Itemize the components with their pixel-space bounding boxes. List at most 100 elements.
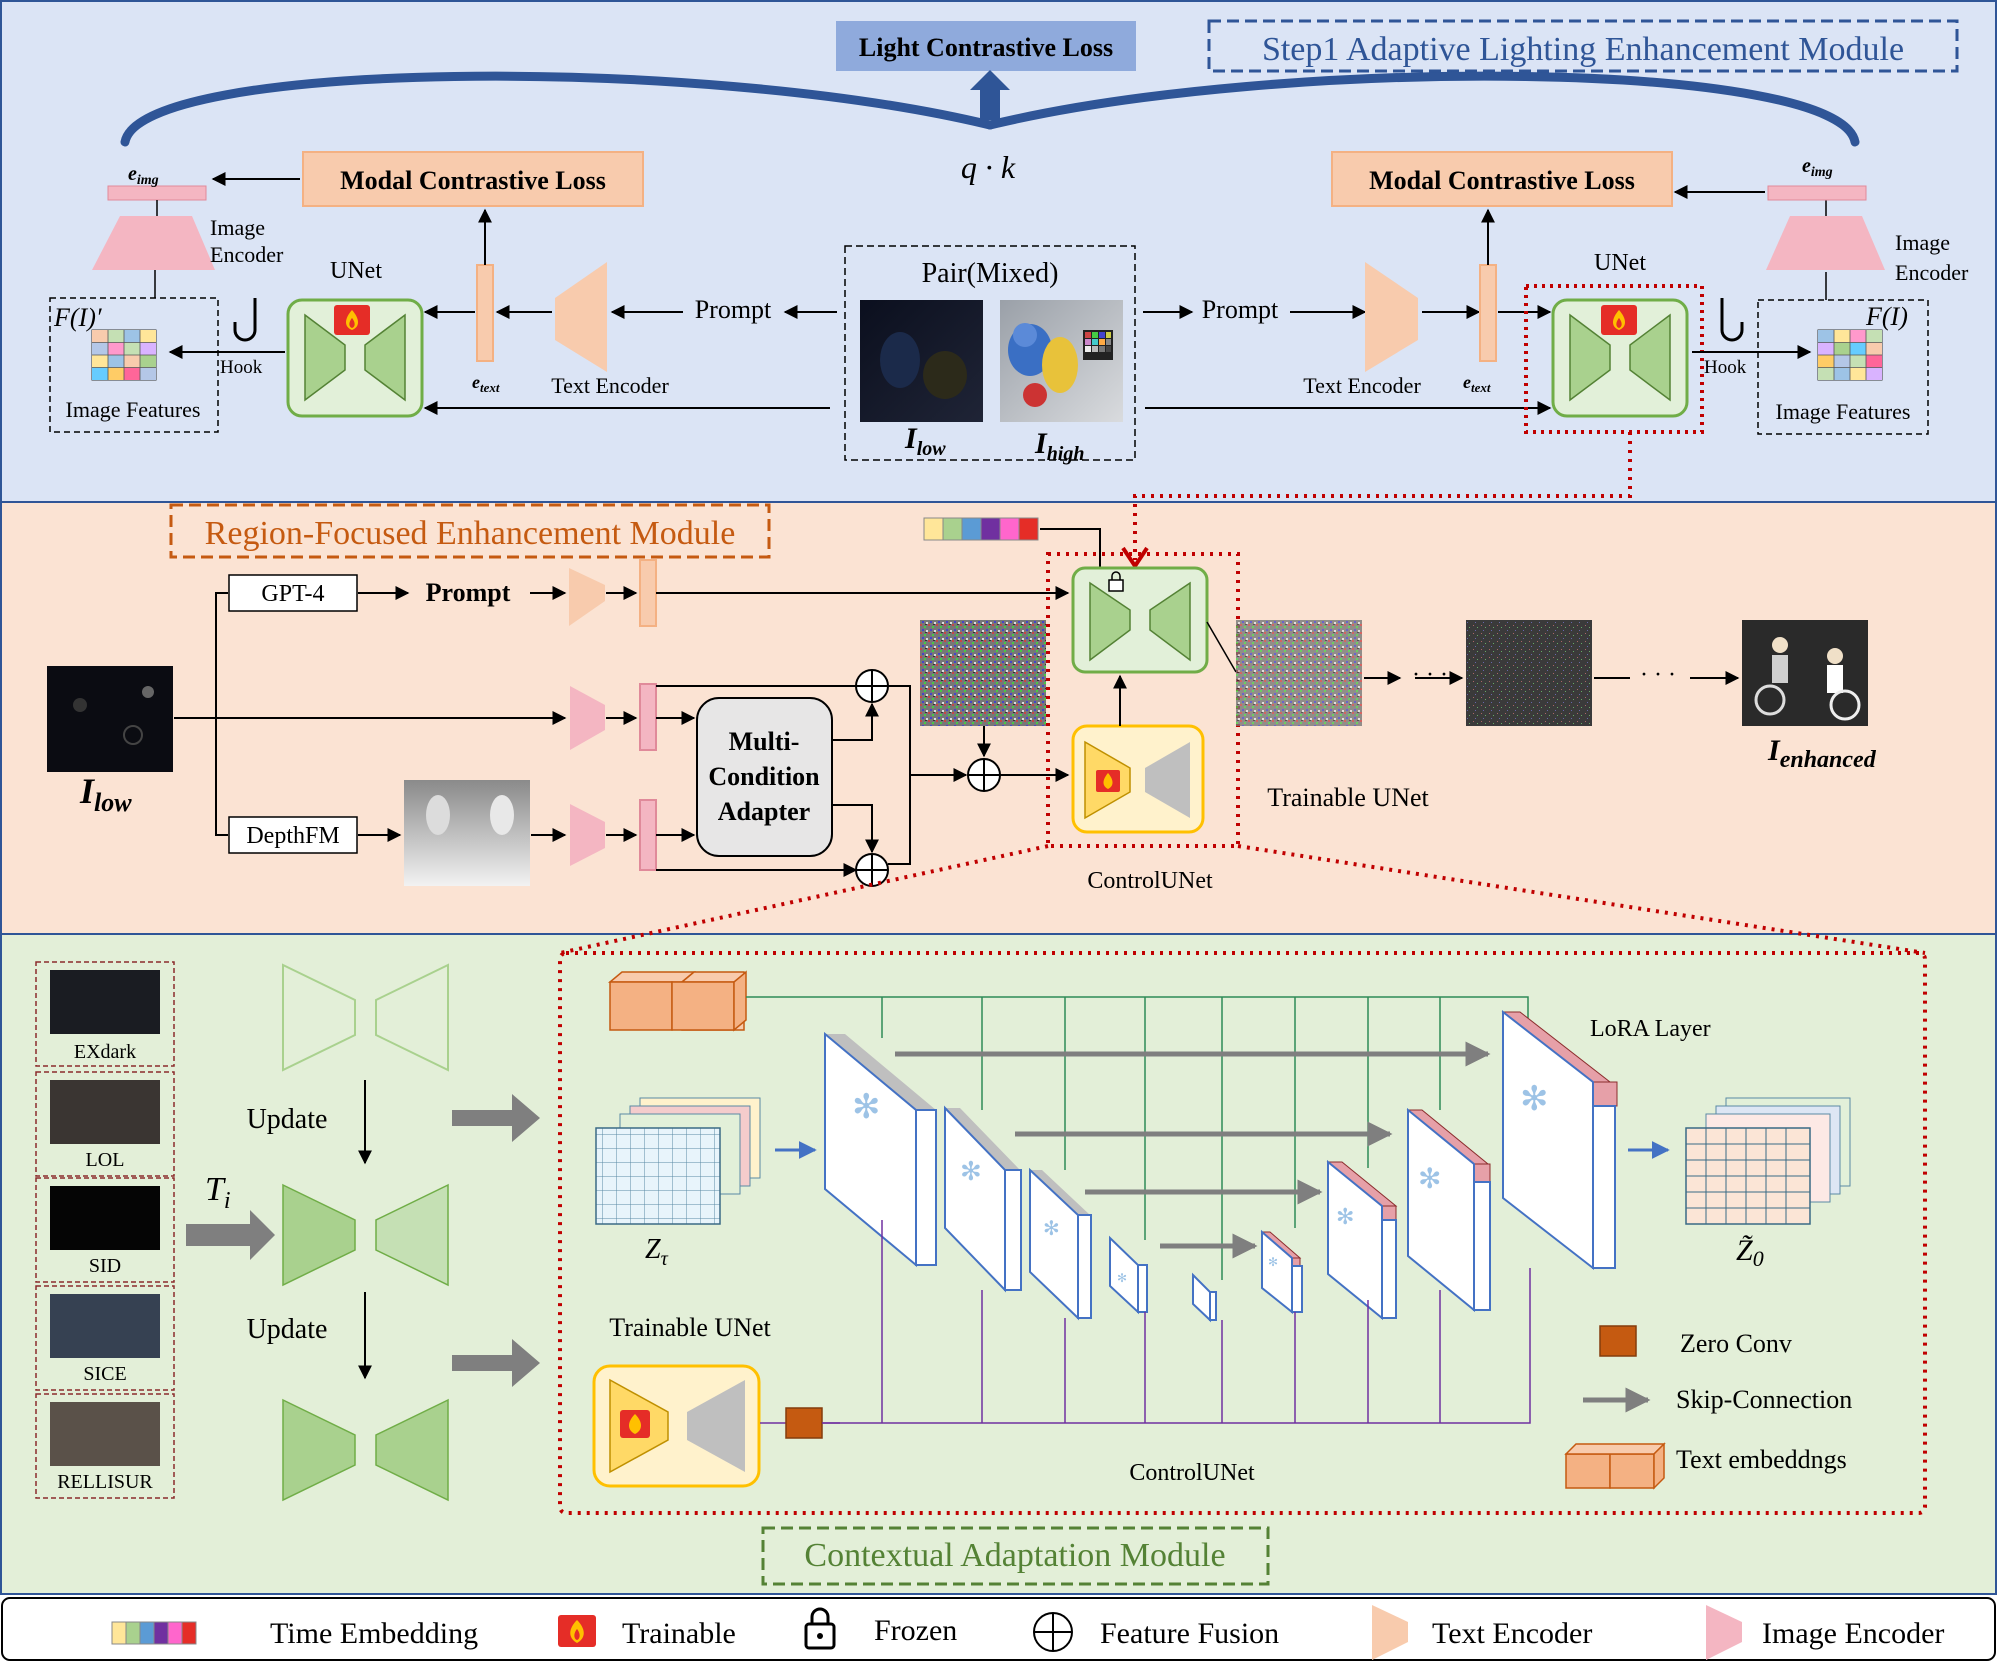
svg-text:✻: ✻ bbox=[1418, 1164, 1441, 1195]
gpt4-label: GPT-4 bbox=[261, 581, 324, 607]
dataset-3: SICE bbox=[83, 1363, 126, 1385]
image-encoder-left bbox=[92, 216, 215, 270]
faded-unet-left bbox=[282, 963, 356, 1072]
dots-2: · · · bbox=[1640, 662, 1676, 688]
input-low-image bbox=[47, 666, 173, 772]
svg-text:eimg: eimg bbox=[128, 163, 159, 188]
svg-text:Ihigh: Ihigh bbox=[1034, 427, 1085, 465]
z-tau-sub: τ bbox=[661, 1248, 669, 1270]
prompt-left-label: Prompt bbox=[695, 295, 772, 324]
e-text-right: e bbox=[1463, 372, 1471, 392]
trainable-unet-label-context: Trainable UNet bbox=[609, 1313, 771, 1342]
fusion-circle-2 bbox=[855, 853, 889, 887]
e-img-left-sub: img bbox=[137, 173, 159, 188]
text-encoder-right bbox=[1365, 262, 1418, 372]
image-features-right-box bbox=[1757, 299, 1929, 435]
z-tau: Z bbox=[645, 1234, 661, 1265]
svg-text:✻: ✻ bbox=[852, 1089, 881, 1126]
ti-arrow bbox=[186, 1210, 275, 1260]
image-features-left-box bbox=[49, 297, 219, 433]
trainable-fire-icon-right bbox=[1601, 305, 1637, 335]
decoder-block-4: ✻ bbox=[1501, 1009, 1618, 1271]
faded-unet-right bbox=[375, 963, 449, 1072]
encoder-block-3: ✻ bbox=[1029, 1167, 1092, 1321]
trainable-unet-label-region: Trainable UNet bbox=[1267, 783, 1429, 812]
controlunet-detail-box bbox=[558, 951, 1927, 1515]
update-label-1: Update bbox=[247, 1104, 328, 1135]
qk-label: q · k bbox=[961, 149, 1016, 185]
z0-sub: 0 bbox=[1753, 1246, 1764, 1271]
hook-right-label: Hook bbox=[1704, 357, 1747, 378]
e-text-right-sub: text bbox=[1471, 380, 1491, 395]
z0: Z̃ bbox=[1736, 1234, 1753, 1267]
feature-grid-right bbox=[1817, 329, 1883, 381]
svg-text:✻: ✻ bbox=[1336, 1204, 1354, 1229]
i-low-sub: low bbox=[917, 438, 947, 460]
region-e-img-1 bbox=[639, 683, 657, 751]
adapter-l2: Condition bbox=[708, 762, 820, 791]
fusion-circle-3 bbox=[967, 758, 1001, 792]
big-arrow-1 bbox=[452, 1094, 540, 1142]
zero-conv-legend-icon bbox=[1599, 1325, 1637, 1357]
region-i-low-sub: low bbox=[94, 788, 132, 817]
encoder-block-1: ✻ bbox=[824, 1031, 937, 1268]
svg-text:✻: ✻ bbox=[1268, 1255, 1278, 1269]
decoder-block-3: ✻ bbox=[1406, 1107, 1491, 1313]
svg-text:etext: etext bbox=[1463, 372, 1491, 395]
e-img-bar-right bbox=[1767, 185, 1867, 201]
control-unet-label-context: ControlUNet bbox=[1129, 1460, 1255, 1486]
decoder-block-1: ✻ bbox=[1260, 1229, 1303, 1315]
legend-time-embedding: Time Embedding bbox=[270, 1617, 478, 1650]
legend-image-encoder: Image Encoder bbox=[1762, 1617, 1944, 1650]
denoise-step-1 bbox=[1236, 620, 1362, 726]
svg-text:✻: ✻ bbox=[1117, 1271, 1127, 1285]
text-encoder-right-label: Text Encoder bbox=[1303, 373, 1421, 398]
svg-text:Z̃0: Z̃0 bbox=[1736, 1234, 1764, 1271]
image-encoder-right-l2: Encoder bbox=[1895, 260, 1969, 285]
text-emb-legend-icon bbox=[1564, 1442, 1666, 1490]
gpt4-box bbox=[228, 574, 358, 612]
image-features-left-label: Image Features bbox=[66, 397, 201, 422]
e-img-left: e bbox=[128, 163, 137, 185]
e-text-bar-right bbox=[1479, 264, 1497, 362]
text-emb-legend-label: Text embeddngs bbox=[1676, 1445, 1847, 1474]
e-text-left: e bbox=[472, 372, 480, 392]
dataset-list: EXdark LOL SID SICE RELLISUR bbox=[35, 961, 175, 1499]
svg-text:Zτ: Zτ bbox=[645, 1234, 669, 1270]
region-image-encoder-2 bbox=[570, 804, 605, 866]
region-title-box bbox=[169, 503, 771, 559]
mid-unet-left bbox=[282, 1183, 356, 1287]
light-loss-label: Light Contrastive Loss bbox=[859, 33, 1113, 62]
legend-fusion-icon bbox=[1033, 1612, 1073, 1652]
enhanced-i: I bbox=[1767, 734, 1781, 767]
skip-legend-label: Skip-Connection bbox=[1676, 1385, 1852, 1414]
svg-text:Ienhanced: Ienhanced bbox=[1767, 734, 1877, 773]
region-image-encoder-1 bbox=[570, 686, 605, 750]
hook-left-label: Hook bbox=[220, 357, 263, 378]
region-i-low: I bbox=[79, 771, 96, 811]
svg-text:Ilow: Ilow bbox=[79, 771, 132, 817]
svg-text:✻: ✻ bbox=[960, 1157, 982, 1186]
dataset-1: LOL bbox=[86, 1149, 125, 1171]
trainable-fire-icon-left bbox=[334, 305, 370, 335]
legend-image-encoder-icon bbox=[1706, 1605, 1742, 1660]
adapter-l1: Multi- bbox=[729, 727, 800, 756]
legend-text-encoder: Text Encoder bbox=[1432, 1617, 1592, 1650]
region-e-text bbox=[639, 559, 657, 627]
depth-map-image bbox=[404, 780, 530, 886]
z0-stack bbox=[1685, 1097, 1851, 1225]
hook-right-icon bbox=[1720, 298, 1744, 342]
dataset-0: EXdark bbox=[74, 1041, 136, 1063]
control-connector-lines bbox=[801, 1220, 1531, 1424]
prompt-right-label: Prompt bbox=[1202, 295, 1279, 324]
e-img-bar-left bbox=[107, 185, 207, 201]
svg-text:Ilow: Ilow bbox=[904, 422, 946, 460]
context-title: Contextual Adaptation Module bbox=[804, 1537, 1225, 1574]
step1-title-box: Step1 Adaptive Lighting Enhancement Modu… bbox=[1207, 19, 1959, 73]
legend-trainable-icon bbox=[558, 1615, 596, 1647]
skip-connection-arrows bbox=[895, 1041, 1491, 1259]
control-unet-label-region: ControlUNet bbox=[1087, 868, 1213, 894]
step1-title: Step1 Adaptive Lighting Enhancement Modu… bbox=[1262, 31, 1904, 68]
svg-text:✻: ✻ bbox=[1520, 1081, 1549, 1118]
